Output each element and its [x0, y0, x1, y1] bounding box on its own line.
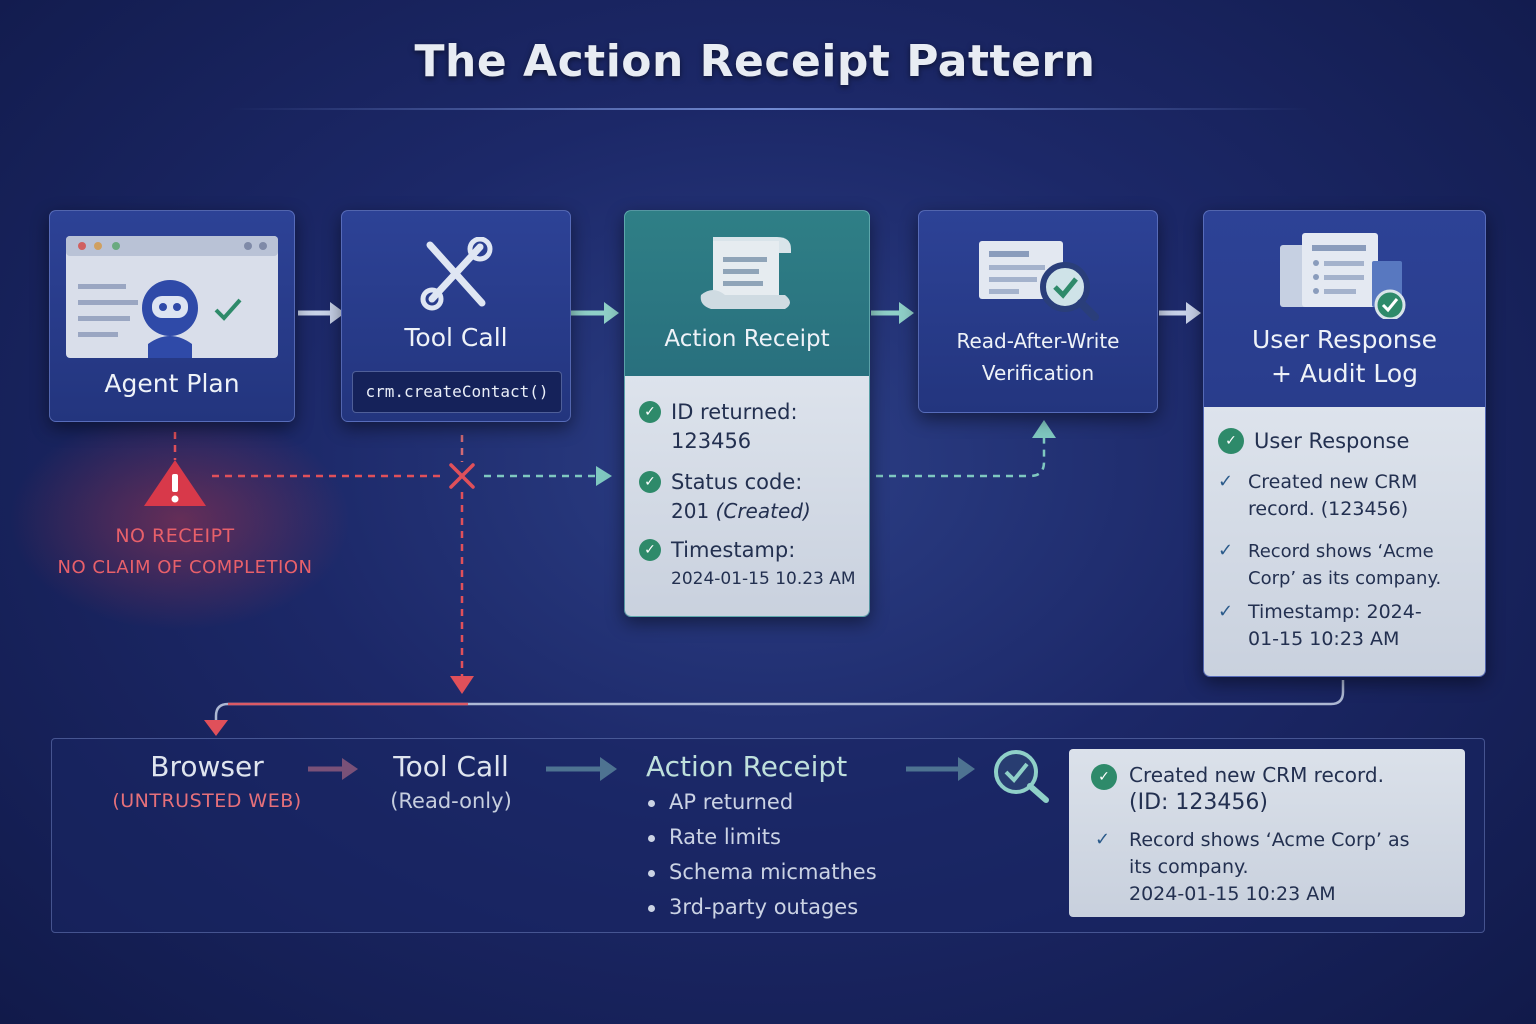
tool-call-label: Tool Call [404, 323, 508, 352]
result-created-row: ✓ Created new CRM record. (ID: 123456) [1091, 761, 1457, 817]
receipt-bullet-item: Schema micmathes [648, 860, 877, 884]
user-response-item-line: Created new CRM [1248, 471, 1418, 493]
receipt-bullet-item: Rate limits [648, 825, 781, 849]
user-response-item-line: record. (123456) [1248, 498, 1409, 520]
user-response-item-line: Record shows ‘Acme [1248, 541, 1434, 562]
verification-label-line1: Read-After-Write [956, 329, 1120, 353]
title-divider [230, 108, 1310, 110]
agent-plan-label: Agent Plan [104, 369, 240, 398]
user-response-item-line: Corp’ as its company. [1248, 568, 1442, 589]
receipt-status-row: ✓ Status code: 201 (Created) [639, 468, 861, 526]
tool-call-code: crm.createContact() [352, 371, 562, 413]
user-response-item: ✓ Created new CRM record. (123456) [1218, 469, 1477, 523]
receipt-status-label: Status code: [671, 470, 803, 494]
result-company-text: its company. [1129, 856, 1249, 878]
user-response-card: User Response + Audit Log ✓ User Respons… [1203, 210, 1486, 677]
audit-documents-icon [1280, 233, 1406, 319]
page-title: The Action Receipt Pattern [414, 36, 1096, 87]
user-response-title-line1: User Response [1252, 325, 1437, 354]
receipt-timestamp-row: ✓ Timestamp: 2024-01-15 10.23 AM [639, 536, 861, 594]
bottom-tool-call-label: Tool Call [393, 750, 509, 783]
receipt-status-value: 201 [671, 499, 710, 523]
receipt-bullet-item: 3rd-party outages [648, 895, 858, 919]
user-response-heading: User Response [1254, 429, 1410, 453]
arrow-plan-to-toolcall [298, 302, 345, 324]
receipt-status-desc: (Created) [715, 499, 811, 523]
user-response-title-line2: + Audit Log [1270, 359, 1419, 388]
result-created-text: Created new CRM record. [1129, 763, 1384, 787]
checkmark-icon: ✓ [1218, 540, 1234, 561]
receipt-bullet-item: AP returned [648, 790, 793, 814]
arrow-verify-to-response [1159, 302, 1201, 324]
receipt-id-label: ID returned: [671, 400, 798, 424]
result-record-id: (ID: 123456) [1129, 790, 1268, 815]
verification-label-line2: Verification [981, 361, 1095, 385]
bottom-tool-call-sublabel: (Read-only) [390, 789, 512, 813]
check-circle-icon: ✓ [639, 539, 661, 561]
checkmark-icon: ✓ [1095, 829, 1111, 850]
receipt-timestamp-label: Timestamp: [671, 538, 796, 562]
user-response-heading-row: ✓ User Response [1218, 427, 1477, 456]
agent-window-icon [66, 236, 278, 358]
action-receipt-details: ✓ ID returned: 123456 ✓ Status code: 201 (… [625, 376, 869, 616]
user-response-item: ✓ Timestamp: 2024- 01-15 10:23 AM [1218, 599, 1477, 653]
blocked-x-icon [449, 463, 475, 489]
document-magnifier-icon [979, 241, 1099, 321]
tools-icon [420, 237, 493, 311]
user-response-item-line: Timestamp: 2024- [1248, 601, 1422, 623]
result-company-text: Record shows ‘Acme Corp’ as [1129, 829, 1410, 851]
bottom-result-panel: ✓ Created new CRM record. (ID: 123456) ✓… [1069, 749, 1465, 917]
warning-line2: NO CLAIM OF COMPLETION [57, 557, 313, 578]
browser-label: Browser [150, 750, 264, 783]
check-circle-icon: ✓ [1091, 764, 1117, 790]
receipt-id-row: ✓ ID returned: 123456 [639, 398, 861, 456]
user-response-item-line: 01-15 10:23 AM [1248, 628, 1400, 650]
read-after-write-card: Read-After-Write Verification [918, 210, 1158, 413]
receipt-id-value: 123456 [671, 429, 752, 453]
result-timestamp: 2024-01-15 10:23 AM [1129, 883, 1336, 905]
check-circle-icon: ✓ [639, 401, 661, 423]
action-receipt-label: Action Receipt [664, 326, 830, 352]
receipt-timestamp-value: 2024-01-15 10.23 AM [671, 569, 856, 589]
agent-plan-card: Agent Plan [49, 210, 295, 422]
bottom-action-receipt-label: Action Receipt [646, 750, 848, 783]
warning-line1: NO RECEIPT [115, 525, 235, 547]
arrow-receipt-to-verify [871, 302, 914, 324]
user-response-details: ✓ User Response ✓ Created new CRM record.… [1204, 407, 1485, 676]
browser-sublabel: (UNTRUSTED WEB) [112, 790, 302, 812]
verify-magnifier-icon [994, 750, 1049, 803]
checkmark-icon: ✓ [1218, 601, 1234, 622]
checkmark-icon: ✓ [1218, 471, 1234, 492]
tool-call-card: Tool Call crm.createContact() [341, 210, 571, 422]
check-circle-icon: ✓ [639, 471, 661, 493]
arrow-toolcall-to-receipt [571, 302, 619, 324]
result-company-row: ✓ Record shows ‘Acme Corp’ as its compan… [1095, 827, 1457, 908]
check-circle-icon: ✓ [1218, 428, 1244, 454]
action-receipt-card: Action Receipt ✓ ID returned: 123456 ✓ St… [624, 210, 870, 617]
receipt-scroll-icon [700, 237, 791, 309]
warning-triangle-icon [144, 460, 206, 506]
